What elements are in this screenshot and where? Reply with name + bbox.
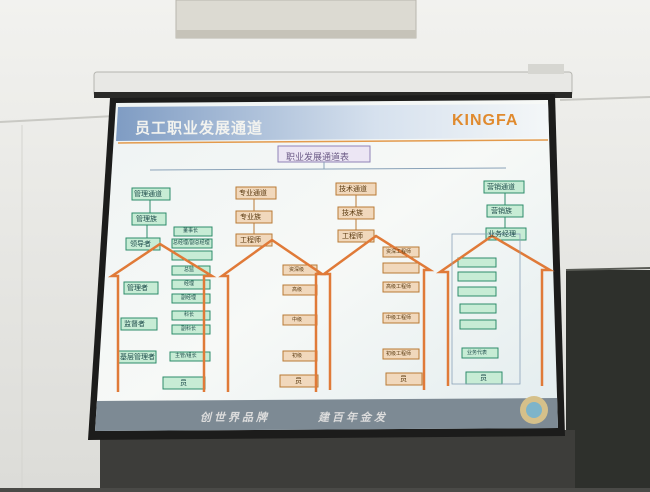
kingfa-logo: KINGFA bbox=[452, 112, 519, 129]
professional-group: 专业族 bbox=[240, 213, 261, 221]
technical-base: 员 bbox=[400, 375, 407, 383]
technical-level: 工程师 bbox=[342, 232, 363, 240]
management-sub: 副科长 bbox=[181, 326, 197, 332]
sales-level: 业务经理 bbox=[488, 230, 516, 238]
management-level-box bbox=[120, 317, 158, 331]
management-arrow bbox=[107, 242, 217, 392]
management-sub: 科长 bbox=[184, 312, 195, 318]
screen-bracket bbox=[528, 64, 564, 74]
management-sub: 经理 bbox=[184, 281, 195, 287]
management-level-box bbox=[123, 281, 159, 295]
sales-group: 营销族 bbox=[491, 207, 512, 215]
technical-sub-box bbox=[382, 312, 420, 324]
blackboard bbox=[566, 270, 650, 488]
sales-header: 营销通道 bbox=[487, 183, 515, 191]
professional-base-box bbox=[279, 374, 319, 388]
technical-sub-box bbox=[382, 262, 420, 274]
professional-column bbox=[218, 186, 327, 392]
management-level: 领导者 bbox=[130, 240, 151, 248]
sales-base: 员 bbox=[480, 374, 487, 382]
slide-title-bar bbox=[116, 104, 549, 141]
management-sub-box bbox=[169, 351, 211, 362]
professional-sub: 资深级 bbox=[289, 267, 305, 273]
management-group-box bbox=[131, 212, 167, 226]
sales-sub-box bbox=[459, 303, 497, 314]
management-sub-box bbox=[171, 293, 211, 304]
management-sub: 总经理/副总经理 bbox=[173, 240, 210, 246]
sales-arrow bbox=[435, 234, 555, 386]
technical-sub-box bbox=[382, 348, 420, 360]
management-sub-box bbox=[173, 226, 213, 237]
management-sub: 副经理 bbox=[181, 295, 197, 301]
chart-title: 职业发展通道表 bbox=[286, 153, 350, 163]
projected-area bbox=[95, 100, 558, 431]
management-sub-box bbox=[171, 310, 211, 321]
sales-sub-box bbox=[457, 271, 497, 282]
slogan-left: 创世界品牌 bbox=[200, 411, 270, 424]
technical-sub: 资深工程师 bbox=[386, 249, 412, 255]
management-column bbox=[107, 187, 217, 392]
sales-sub-box bbox=[461, 347, 499, 359]
technical-sub: 高级工程师 bbox=[386, 284, 412, 290]
management-sub-box bbox=[171, 279, 211, 290]
management-sub: 主管/组长 bbox=[175, 353, 197, 359]
management-sub-box bbox=[171, 265, 211, 276]
technical-sub-box bbox=[382, 281, 420, 293]
technical-sub: 初级工程师 bbox=[386, 351, 412, 357]
technical-column bbox=[320, 182, 435, 390]
professional-sub: 初级 bbox=[292, 353, 303, 359]
ceiling-light-edge bbox=[176, 30, 416, 38]
management-sub: 董事长 bbox=[183, 228, 199, 234]
technical-header: 技术通道 bbox=[339, 185, 367, 193]
slide-title: 员工职业发展通道 bbox=[135, 119, 264, 137]
management-header-box bbox=[131, 187, 171, 201]
slogan-right: 建百年金发 bbox=[318, 411, 388, 424]
technical-sub: 中级工程师 bbox=[386, 315, 412, 321]
wall-trim bbox=[559, 96, 650, 101]
professional-sub: 高级 bbox=[292, 287, 303, 293]
sales-sub-box bbox=[457, 286, 497, 297]
professional-base: 员 bbox=[295, 377, 302, 385]
management-group: 管理族 bbox=[136, 215, 157, 223]
sales-column bbox=[435, 180, 555, 386]
professional-level: 工程师 bbox=[240, 236, 261, 244]
screen-top-bar bbox=[94, 92, 572, 98]
professional-sub: 中级 bbox=[292, 317, 303, 323]
professional-header: 专业通道 bbox=[239, 189, 267, 197]
management-sub-box bbox=[171, 324, 211, 335]
management-level: 监督者 bbox=[124, 320, 145, 328]
technical-group: 技术族 bbox=[342, 209, 363, 217]
professional-header-box bbox=[235, 186, 277, 200]
sales-sub: 业务代表 bbox=[467, 350, 488, 356]
slide-footer-band bbox=[95, 398, 558, 431]
management-level: 基层管理者 bbox=[120, 353, 155, 361]
lower-wall bbox=[100, 430, 575, 488]
management-level: 管理者 bbox=[127, 284, 148, 292]
management-base: 员 bbox=[180, 379, 187, 387]
professional-arrow bbox=[218, 238, 327, 392]
technical-arrow bbox=[320, 234, 435, 390]
management-header: 管理通道 bbox=[134, 190, 162, 198]
technical-base-box bbox=[385, 372, 423, 386]
wall-trim bbox=[0, 115, 116, 123]
sales-sub-box bbox=[459, 319, 497, 330]
management-sub: 总监 bbox=[184, 267, 195, 273]
title-underline bbox=[117, 139, 549, 144]
top-connector bbox=[149, 167, 507, 171]
management-sub-box bbox=[171, 238, 213, 249]
footer-logo-inner bbox=[526, 402, 542, 418]
blackboard-frame bbox=[565, 267, 650, 271]
sales-sub-box bbox=[457, 257, 497, 268]
management-sub-box bbox=[171, 250, 213, 261]
sales-bracket bbox=[451, 233, 521, 385]
sales-header-box bbox=[483, 180, 525, 194]
